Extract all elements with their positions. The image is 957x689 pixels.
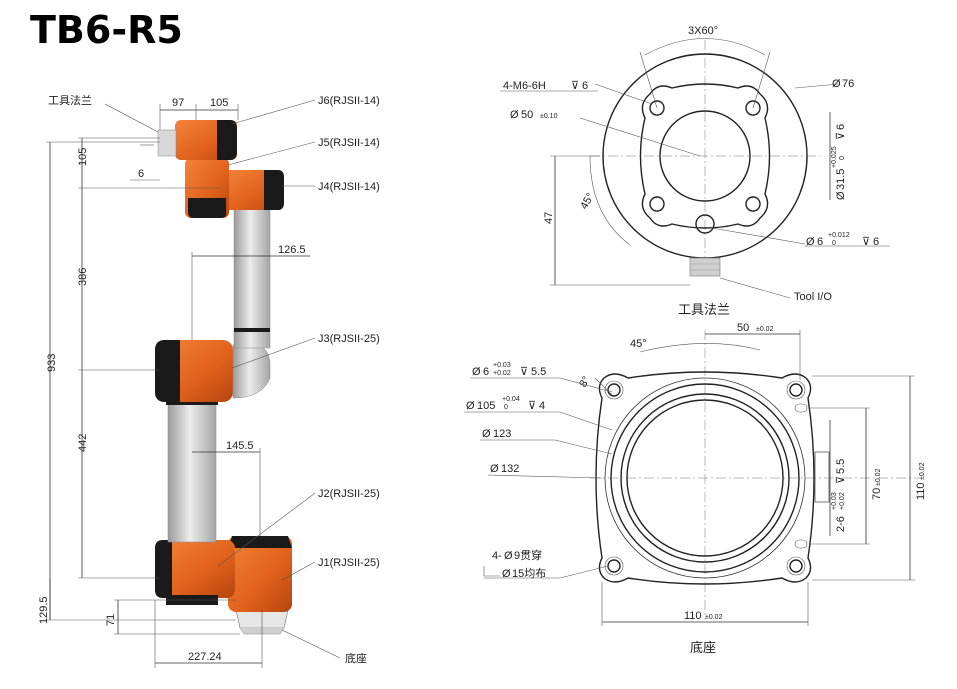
base-label: 底座 (345, 651, 367, 665)
tool-io-label: Tool I/O (794, 291, 832, 303)
flange-d50-tol: ±0.10 (540, 113, 558, 120)
base-holes4: 4- (492, 550, 502, 562)
j1-joint (228, 536, 292, 612)
dim-105-top: 105 (210, 97, 228, 109)
flange-d76-symbol: Ø (832, 78, 841, 90)
dim-933: 933 (46, 354, 58, 372)
base-d123: 123 (493, 428, 511, 440)
flange-d31-5-tol-up: +0.025 (831, 146, 838, 168)
base-d105-tol-up: +0.04 (502, 396, 520, 403)
flange-pin: 6 (817, 236, 823, 248)
base-d110-bottom-tol: ±0.02 (705, 614, 723, 621)
dim-227-24: 227.24 (188, 651, 222, 663)
base-d105: 105 (477, 400, 495, 412)
flange-d50-symbol: Ø (510, 109, 519, 121)
product-title: TB6-R5 (30, 8, 183, 52)
flange-d47: 47 (543, 212, 555, 224)
base-d2-6-tol-up: +0.03 (831, 492, 838, 510)
base-d105-depth: 4 (539, 400, 545, 412)
flange-d31-5-tol-lo: 0 (839, 156, 846, 160)
dim-442: 442 (77, 434, 89, 452)
flange-pin-depth: 6 (873, 236, 879, 248)
j1-label: J1(RJSII-25) (318, 557, 380, 569)
j2-label: J2(RJSII-25) (318, 488, 380, 500)
flange-pin-depth-symbol: ⊽ (862, 236, 870, 248)
base-caption: 底座 (690, 640, 716, 656)
robot-arm-side-view (140, 120, 292, 635)
j4-label: J4(RJSII-14) (318, 181, 380, 193)
dim-105-left: 105 (77, 148, 89, 166)
base-d110-right-tol: ±0.02 (919, 462, 926, 480)
base-hole6: 6 (483, 366, 489, 378)
base-view: 45° 50 ±0.02 8° Ø 6 +0.03 +0.02 ⊽ 5.5 Ø … (464, 322, 927, 656)
flange-angle45: 45° (578, 191, 597, 211)
flange-pin-symbol: Ø (806, 236, 815, 248)
flange-d31-5-symbol: Ø (835, 191, 847, 200)
flange-d31-5-depth-symbol: ⊽ (835, 132, 847, 140)
base-outline (595, 371, 815, 585)
base-hole6-symbol: Ø (472, 366, 481, 378)
flange-plate (639, 83, 771, 229)
base-d70-tol: ±0.02 (875, 468, 882, 486)
base-d105-depth-symbol: ⊽ (528, 400, 536, 412)
flange-angle-3x60: 3X60° (688, 25, 718, 37)
j3-label: J3(RJSII-25) (318, 333, 380, 345)
base-d2-6: 2-6 (835, 516, 847, 532)
tool-flange-label: 工具法兰 (48, 93, 92, 107)
base-angle8: 8° (577, 374, 593, 389)
dim-386: 386 (77, 268, 89, 286)
dim-6: 6 (138, 168, 144, 180)
tool-flange-view: 3X60° 4-M6-6H ⊽ 6 Ø 76 Ø 50 ±0.10 47 45°… (500, 25, 890, 318)
base-d2-6-depth-symbol: ⊽ (835, 476, 847, 484)
lower-arm-tube (167, 401, 217, 543)
flange-d31-5: 31.5 (835, 169, 847, 190)
j5-label: J5(RJSII-14) (318, 137, 380, 149)
base-angle45: 45° (630, 338, 647, 350)
base-d50: 50 (737, 322, 749, 334)
base-d132: 132 (501, 463, 519, 475)
base-holes4-d15-symbol: Ø (502, 568, 511, 580)
base-d110-right: 110 (915, 482, 927, 500)
flange-thread: 4-M6-6H (503, 80, 546, 92)
flange-d76: 76 (842, 78, 854, 90)
base-d132-symbol: Ø (490, 463, 499, 475)
base-d2-6-tol-lo: +0.02 (839, 492, 846, 510)
flange-thread-depth-value: 6 (582, 80, 588, 92)
arm-dimensions: 97 105 工具法兰 105 6 933 386 442 126.5 145.… (38, 93, 367, 668)
base-d123-symbol: Ø (482, 428, 491, 440)
base-d105-symbol: Ø (466, 400, 475, 412)
dim-145-5: 145.5 (226, 440, 254, 452)
dim-71: 71 (105, 614, 117, 626)
flange-d50: 50 (521, 109, 533, 121)
j6-label: J6(RJSII-14) (318, 95, 380, 107)
base-holes4-d9-symbol: Ø (504, 550, 513, 562)
base-holes4-d15: 15均布 (512, 567, 546, 580)
j2-joint (155, 540, 235, 598)
base-hole6-depth: 5.5 (531, 366, 546, 378)
tool-io-connector (689, 257, 721, 277)
flange-thread-depth: ⊽ (571, 80, 579, 92)
base-d50-tol: ±0.02 (756, 326, 774, 333)
base-holes4-d9: 9贯穿 (514, 548, 542, 562)
joint-callouts: J6(RJSII-14) J5(RJSII-14) J4(RJSII-14) J… (217, 95, 380, 581)
flange-d31-5-depth: 6 (835, 124, 847, 130)
base-d110-bottom: 110 (684, 610, 702, 622)
base-hole6-depth-symbol: ⊽ (520, 366, 528, 378)
flange-caption: 工具法兰 (678, 303, 730, 318)
dim-97: 97 (172, 97, 184, 109)
flange-pin-tol-lo: 0 (832, 240, 836, 247)
dim-129-5: 129.5 (38, 596, 50, 624)
base-d70: 70 (871, 488, 883, 500)
upper-arm-tube (233, 207, 271, 349)
tool-flange (157, 129, 177, 157)
flange-pin-tol-up: +0.012 (828, 232, 850, 239)
base-hole6-tol-lo: +0.02 (493, 370, 511, 377)
dim-126-5: 126.5 (278, 244, 306, 256)
base-d2-6-depth: 5.5 (835, 459, 847, 474)
base-d105-tol-lo: 0 (504, 404, 508, 411)
base-hole6-tol-up: +0.03 (493, 362, 511, 369)
elbow-bend (232, 344, 271, 399)
